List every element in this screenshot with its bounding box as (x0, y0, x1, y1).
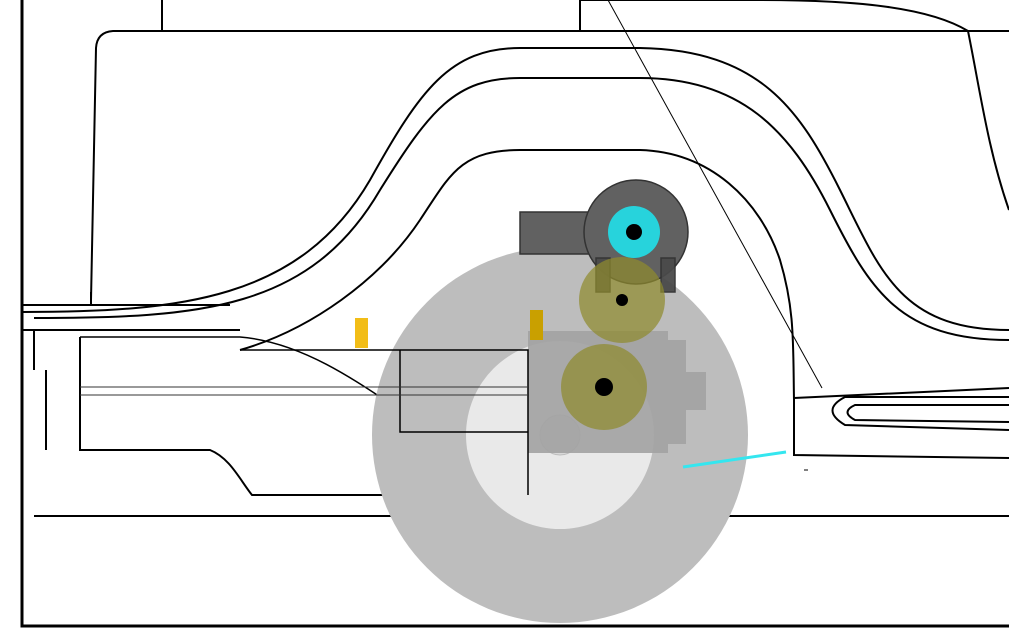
axle-icon (595, 378, 613, 396)
rocker-panel (793, 387, 1009, 459)
wheel-arch-outer (21, 47, 1009, 331)
bracket-icon (355, 318, 368, 348)
axle-icon (616, 294, 628, 306)
gearbox-step-1 (668, 340, 686, 444)
gearbox-step-2 (686, 372, 706, 410)
overlay-frame (80, 349, 529, 495)
axle-icon (626, 224, 642, 240)
sill-lines (22, 292, 240, 450)
frame-border (20, 0, 1009, 628)
motor-icon (519, 211, 591, 255)
wheel-arch-middle (33, 77, 1009, 341)
chassis-outline (20, 0, 1009, 628)
bracket-icon (530, 310, 543, 340)
top-right-panel (579, 0, 1009, 32)
wheel-arch-inner (239, 149, 795, 401)
diagonal-guide-line (607, 0, 823, 389)
rail-box (399, 350, 528, 433)
upper-rail (240, 349, 529, 495)
sensor-line (682, 450, 787, 469)
lower-frame-member (79, 337, 528, 496)
body-shell (90, 30, 1009, 301)
rocker-slot (831, 396, 1009, 431)
motor-mount-right (660, 257, 676, 293)
